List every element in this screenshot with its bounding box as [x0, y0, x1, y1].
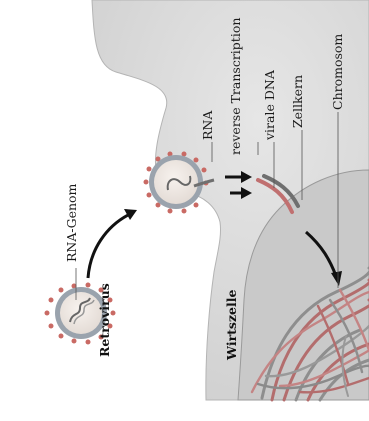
- label-reverse-transcription: reverse Transcription: [228, 18, 243, 155]
- label-retrovirus: Retrovirus: [97, 283, 112, 357]
- label-nucleus: Zellkern: [290, 75, 305, 128]
- label-viral-dna: virale DNA: [262, 69, 277, 141]
- label-rna: RNA: [200, 110, 215, 140]
- label-rna-genome: RNA-Genom: [64, 183, 79, 262]
- label-host-cell: Wirtszelle: [224, 289, 239, 361]
- label-chromosome: Chromosom: [330, 34, 345, 110]
